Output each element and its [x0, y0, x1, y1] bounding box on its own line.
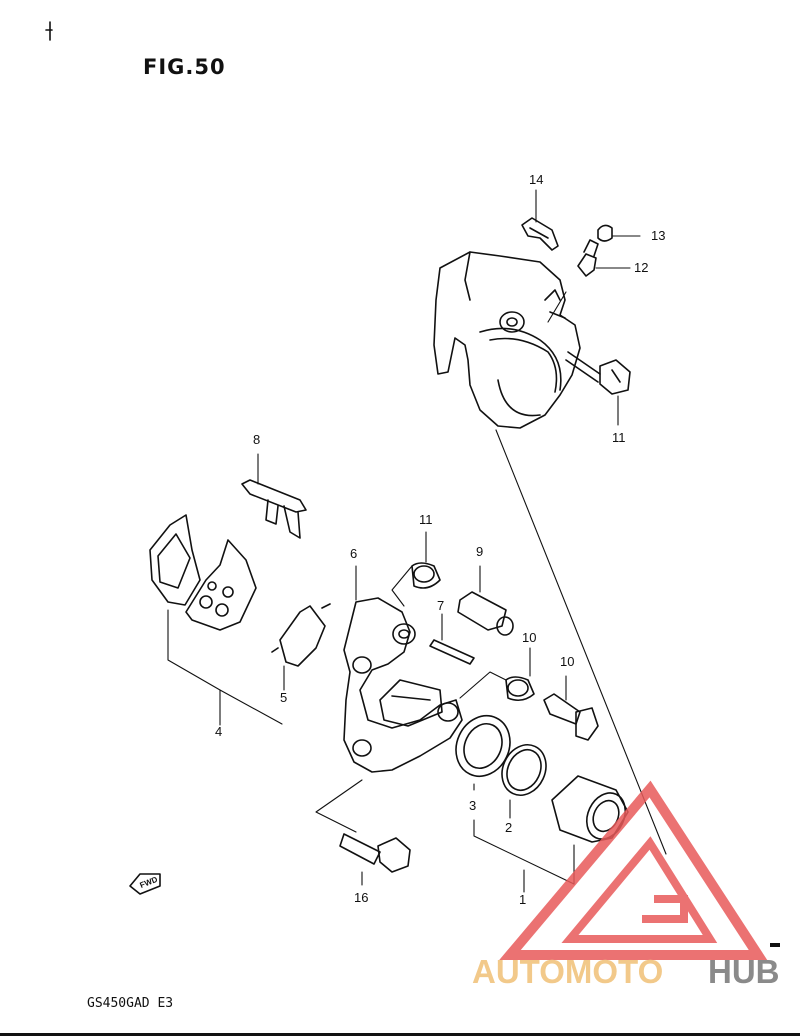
- bleeder-cap[interactable]: [597, 224, 613, 242]
- callout-9: 9: [476, 544, 483, 559]
- callout-12: 11: [612, 430, 626, 445]
- brake-pad-set[interactable]: [149, 514, 257, 631]
- callout-7: 7: [437, 598, 444, 613]
- bracket-pin[interactable]: [429, 639, 475, 665]
- bracket-bolt[interactable]: [339, 833, 411, 873]
- watermark-hub-text: HUB: [708, 953, 780, 990]
- callout-3: 3: [469, 798, 476, 813]
- callout-2: 2: [505, 820, 512, 835]
- pad-retainer[interactable]: [241, 479, 307, 539]
- automotohub-watermark: AUTOMOTO HUB: [472, 780, 780, 990]
- callout-14: 13: [651, 228, 665, 243]
- piston-seal[interactable]: [494, 738, 554, 803]
- margin-marks: [45, 21, 53, 41]
- dust-boot-lower[interactable]: [505, 676, 535, 702]
- figure-title: FIG.50: [143, 55, 226, 79]
- dust-boot-upper[interactable]: [411, 562, 441, 589]
- caliper-housing[interactable]: [433, 251, 581, 429]
- callout-1: 1: [519, 892, 526, 907]
- watermark-auto-text: AUTOMOTO: [472, 953, 663, 990]
- dust-seal[interactable]: [446, 707, 519, 785]
- callout-6: 6: [350, 546, 357, 561]
- callout-8: 8: [253, 432, 260, 447]
- callout-10: 10: [560, 654, 574, 669]
- bleeder-valve[interactable]: [577, 239, 599, 277]
- bottom-border: [0, 1033, 800, 1036]
- callout-11-lower: 10: [522, 630, 536, 645]
- callout-16: 16: [354, 890, 368, 905]
- pad-spring-clip[interactable]: [521, 217, 559, 251]
- model-code: GS450GAD E3: [87, 996, 174, 1011]
- fwd-arrow-icon: [129, 873, 161, 895]
- callout-11-upper: 11: [419, 512, 433, 527]
- caliper-bracket[interactable]: [343, 597, 463, 773]
- callout-15: 14: [529, 172, 543, 187]
- callout-13: 12: [634, 260, 648, 275]
- slide-pin-lower[interactable]: [543, 693, 599, 741]
- callout-4: 4: [215, 724, 222, 739]
- watermark-triangle-icon: [499, 780, 768, 960]
- callout-labels: 14 13 12 11 8 11 9 6 7 10 10 5 4 3 2 1 1…: [139, 172, 666, 907]
- slide-pin-upper[interactable]: [457, 591, 514, 636]
- callout-5: 5: [280, 690, 287, 705]
- pad-shim[interactable]: [271, 603, 331, 667]
- caliper-bolt[interactable]: [565, 351, 631, 395]
